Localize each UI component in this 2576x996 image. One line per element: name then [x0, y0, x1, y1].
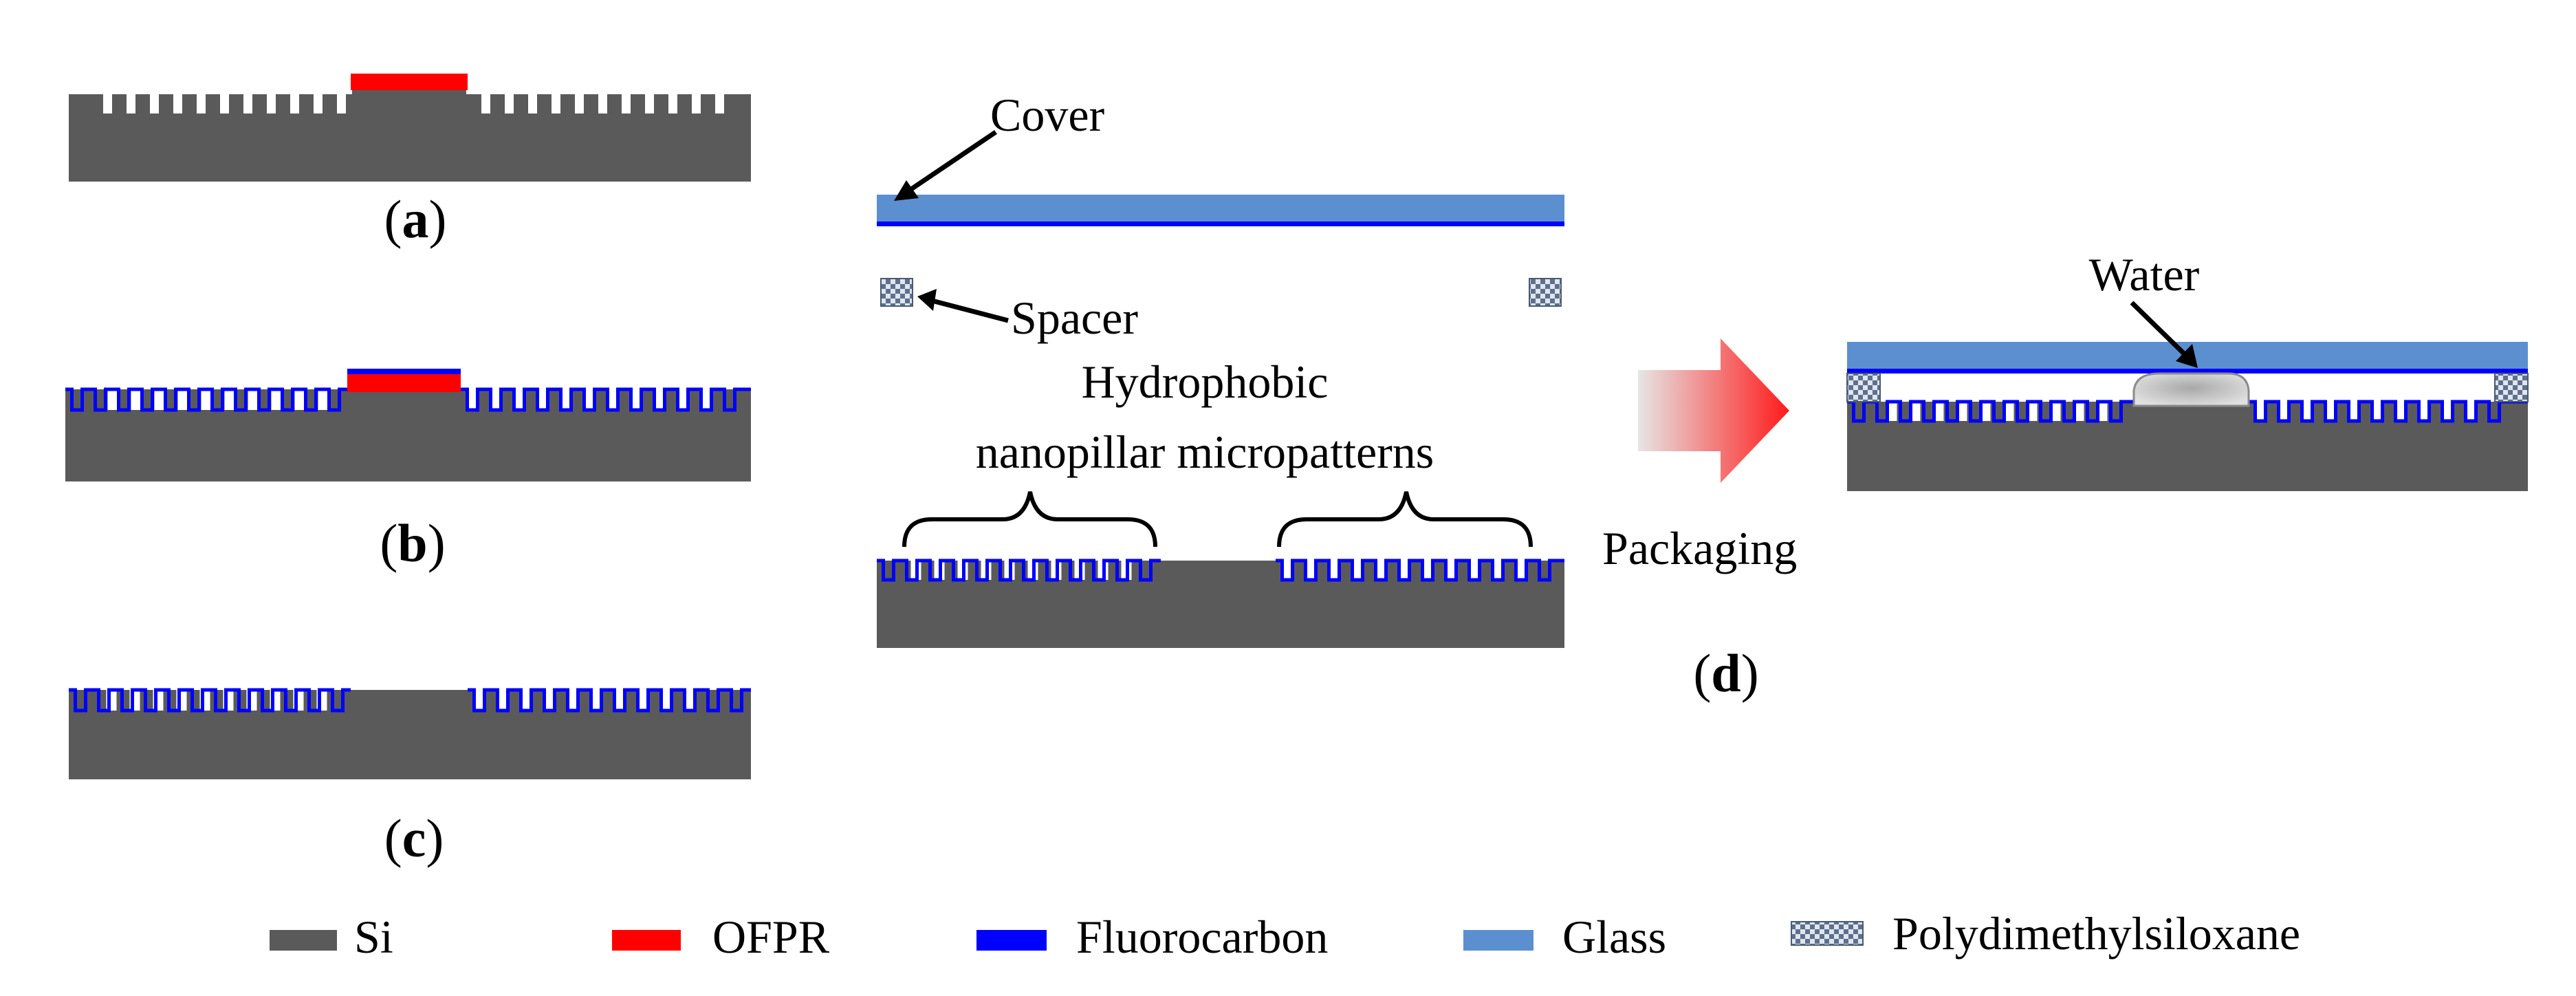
- panel-c-label: (c): [384, 808, 444, 868]
- legend-item-glass: Glass: [1463, 911, 1666, 963]
- etched-trench: [103, 94, 112, 113]
- etched-trench: [622, 94, 631, 113]
- legend-item-fluorocarbon: Fluorocarbon: [976, 911, 1328, 963]
- cover-arrow: [908, 130, 997, 193]
- panel-a-label: (a): [384, 189, 447, 249]
- spacer-right: [1529, 278, 1562, 307]
- cover-glass: [877, 195, 1564, 224]
- etched-trench: [645, 94, 654, 113]
- etched-trench: [290, 94, 299, 113]
- si-body: [877, 561, 1564, 648]
- pattern-brace-right: [1277, 491, 1533, 548]
- packaging-step: Packaging (d): [1602, 338, 1797, 703]
- spacer-arrow: [931, 298, 1009, 323]
- legend-swatch-pdms: [1791, 921, 1864, 946]
- si-body: [69, 94, 751, 182]
- panel-a: (a): [69, 74, 751, 249]
- packaging-arrow: [1638, 338, 1789, 483]
- legend-swatch-fluorocarbon: [976, 930, 1047, 951]
- si-mesa-top: [352, 90, 466, 96]
- etched-trench: [481, 94, 490, 113]
- panel-d-si-substrate: [877, 559, 1564, 648]
- panel-b-label: (b): [380, 513, 445, 573]
- cover-label: Cover: [990, 89, 1105, 141]
- legend-label-pdms: Polydimethylsiloxane: [1892, 907, 2300, 960]
- legend-swatch-glass: [1463, 930, 1533, 951]
- panel-d-packaged: Water: [1846, 248, 2529, 491]
- spacer-label: Spacer: [1011, 292, 1138, 344]
- etched-trench: [197, 94, 206, 113]
- etched-trench: [173, 94, 182, 113]
- water-arrowhead: [2176, 344, 2198, 368]
- panel-d-exploded: Cover Spacer Hydrophobic nanopillar micr…: [877, 89, 1564, 648]
- legend-item-si: Si: [270, 911, 393, 963]
- etched-trench: [528, 94, 537, 113]
- legend-label-si: Si: [354, 911, 393, 963]
- etched-trench: [715, 94, 724, 113]
- fluorocarbon-coating: [65, 387, 751, 412]
- water-label: Water: [2089, 248, 2200, 301]
- etched-trench: [220, 94, 229, 113]
- pattern-brace-left: [902, 491, 1157, 548]
- etched-trench: [575, 94, 584, 113]
- panel-c-si-substrate: [69, 688, 751, 779]
- pattern-label-line1: Hydrophobic: [1082, 356, 1329, 408]
- etched-trench: [243, 94, 252, 113]
- fluorocarbon-coating: [69, 688, 751, 713]
- etched-trench: [598, 94, 607, 113]
- etched-trench: [150, 94, 159, 113]
- panel-c: (c): [69, 688, 751, 868]
- spacer-arrowhead: [917, 289, 937, 311]
- etched-trench: [668, 94, 677, 113]
- legend-item-ofpr: OFPR: [612, 911, 830, 963]
- water-droplet: [2132, 372, 2250, 407]
- packaged-cover-fluorocarbon: [1847, 369, 2528, 374]
- panel-a-si-substrate: [69, 90, 751, 182]
- water-arrow: [2130, 301, 2189, 358]
- panel-b-si-substrate: [65, 387, 751, 481]
- pattern-label-line2: nanopillar micropatterns: [976, 426, 1434, 478]
- etched-trench: [505, 94, 514, 113]
- legend-label-ofpr: OFPR: [712, 911, 830, 963]
- panel-b-ofpr-fluorocarbon-cap: [347, 369, 461, 374]
- etched-trench: [267, 94, 276, 113]
- si-body: [65, 389, 751, 481]
- legend-item-pdms: Polydimethylsiloxane: [1791, 907, 2300, 960]
- legend-swatch-si: [270, 930, 337, 951]
- fluorocarbon-coating: [877, 559, 1564, 582]
- panel-b: (b): [65, 369, 751, 573]
- packaged-spacer-right: [2494, 373, 2529, 402]
- legend: Si OFPR Fluorocarbon Glass Polydimethyls…: [270, 907, 2300, 963]
- panel-d-label: (d): [1693, 643, 1758, 703]
- legend-swatch-ofpr: [612, 930, 681, 951]
- packaging-label: Packaging: [1602, 522, 1797, 574]
- etched-trench: [692, 94, 701, 113]
- si-body: [1847, 402, 2528, 491]
- etched-trench: [552, 94, 560, 113]
- legend-label-glass: Glass: [1562, 911, 1666, 963]
- packaged-si-substrate: [1847, 400, 2528, 491]
- cover-arrowhead: [894, 180, 919, 201]
- etched-trench: [337, 94, 346, 113]
- legend-label-fluorocarbon: Fluorocarbon: [1076, 911, 1328, 963]
- cover-fluorocarbon-layer: [877, 221, 1564, 226]
- spacer-left: [880, 278, 913, 307]
- packaged-spacer-left: [1846, 373, 1881, 402]
- etched-trench: [127, 94, 135, 113]
- fluorocarbon-coating: [1847, 400, 2528, 423]
- etched-trench: [314, 94, 323, 113]
- panel-a-ofpr-layer: [351, 74, 468, 90]
- panel-b-ofpr-layer: [347, 374, 461, 392]
